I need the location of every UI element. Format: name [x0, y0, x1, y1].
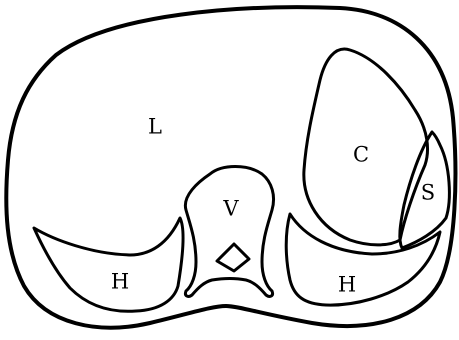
- label-l: L: [148, 115, 162, 139]
- spinal-canal: [217, 244, 249, 271]
- vertebra-region: [185, 167, 273, 297]
- label-s: S: [421, 181, 435, 205]
- label-h-left: H: [111, 270, 129, 294]
- label-h-right: H: [338, 273, 356, 297]
- label-v: V: [222, 197, 239, 221]
- left-posterior-region: [34, 218, 183, 311]
- label-c: C: [353, 143, 369, 167]
- right-posterior-region: [286, 214, 440, 305]
